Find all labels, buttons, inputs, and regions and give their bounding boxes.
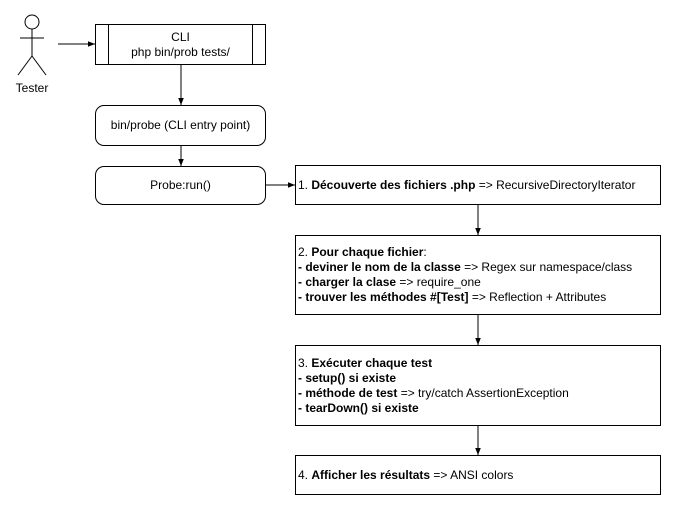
step-text-segment: - méthode de test [298, 385, 398, 400]
step-3-line: - setup() si existe [298, 371, 660, 386]
step-text-segment: => RecursiveDirectoryIterator [475, 177, 636, 192]
step-2-line: - trouver les méthodes #[Test] => Reflec… [298, 290, 660, 305]
step-2-line: - charger la clase => require_one [298, 275, 660, 290]
step-1-discovery[interactable]: 1. Découverte des fichiers .php => Recur… [295, 165, 661, 205]
step-text-segment: - tearDown() si existe [298, 400, 419, 415]
cli-title: CLI [171, 29, 190, 44]
step-1-line: 1. Découverte des fichiers .php => Recur… [298, 178, 660, 193]
step-text-segment: 4. [298, 467, 312, 482]
step-3-line: - méthode de test => try/catch Assertion… [298, 386, 660, 401]
step-text-segment: => try/catch AssertionException [397, 385, 569, 400]
step-text-segment: Afficher les résultats [311, 467, 431, 482]
step-3-run-tests[interactable]: 3. Exécuter chaque test- setup() si exis… [295, 345, 661, 426]
tester-label: Tester [15, 81, 49, 95]
step-text-segment: Découverte des fichiers .php [311, 177, 476, 192]
step-text-segment: => require_one [396, 275, 481, 289]
step-text-segment: - setup() si existe [298, 370, 397, 385]
step-3-line: - tearDown() si existe [298, 401, 660, 416]
entry-point-node[interactable]: bin/probe (CLI entry point) [95, 105, 266, 146]
step-2-line: 2. Pour chaque fichier: [298, 245, 660, 260]
step-text-segment: Exécuter chaque test [311, 355, 433, 370]
tester-actor-figure [17, 14, 47, 76]
step-2-per-file[interactable]: 2. Pour chaque fichier:- deviner le nom … [295, 235, 661, 315]
step-text-segment: : [423, 245, 427, 259]
step-3-line: 3. Exécuter chaque test [298, 356, 660, 371]
cli-command: php bin/prob tests/ [131, 44, 230, 59]
probe-run-node[interactable]: Probe:run() [95, 166, 266, 205]
step-text-segment: => Reflection + Attributes [468, 290, 607, 304]
probe-run-label: Probe:run() [150, 178, 211, 192]
step-text-segment: 1. [298, 177, 312, 192]
entry-point-label: bin/probe (CLI entry point) [110, 118, 251, 132]
step-text-segment: 2. [298, 245, 312, 259]
step-text-segment: - trouver les méthodes #[Test] [298, 290, 469, 304]
step-text-segment: - charger la clase [298, 275, 397, 289]
step-2-line: - deviner le nom de la classe => Regex s… [298, 260, 660, 275]
step-4-display-results[interactable]: 4. Afficher les résultats => ANSI colors [295, 455, 661, 495]
step-4-line: 4. Afficher les résultats => ANSI colors [298, 468, 660, 483]
step-text-segment: - deviner le nom de la classe [298, 260, 461, 274]
step-text-segment: => Regex sur namespace/class [460, 260, 633, 274]
step-text-segment: 3. [298, 355, 312, 370]
step-text-segment: => ANSI colors [430, 467, 514, 482]
cli-inner-border-right [252, 25, 253, 64]
cli-node[interactable]: CLI php bin/prob tests/ [95, 24, 266, 65]
cli-inner-border-left [108, 25, 109, 64]
step-text-segment: Pour chaque fichier [311, 245, 424, 259]
